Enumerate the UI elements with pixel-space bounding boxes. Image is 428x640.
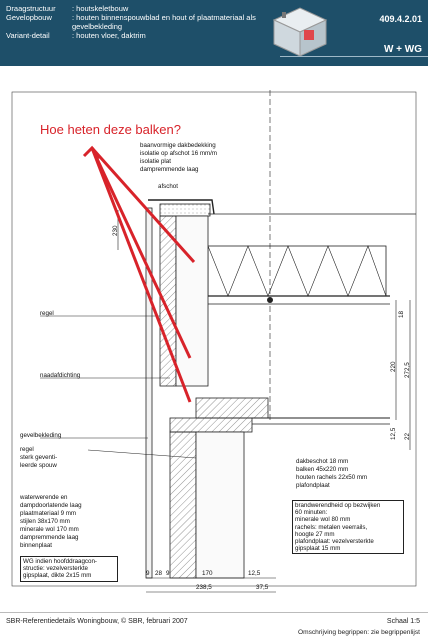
detail-category: W + WG: [383, 44, 422, 55]
wall-label-2: dampdoorlatende laag: [20, 502, 82, 509]
header-row-gevelopbouw-cont: gevelbekleding: [72, 22, 123, 31]
dim-272-5: 272,5: [404, 362, 411, 378]
wall-label-5: minerale wol 170 mm: [20, 526, 79, 533]
roof-trim: [148, 199, 215, 215]
dim-22: 22: [404, 432, 411, 440]
drawing-frame: [11, 91, 417, 587]
floor-label-1: dakbeschot 18 mm: [296, 458, 349, 465]
dim-238-5: 238,5: [196, 584, 212, 591]
wg-note-line-1: WG indien hoofddraagcon-: [23, 558, 97, 565]
roof-edge: [159, 203, 211, 217]
wall-label-4: stijlen 38x170 mm: [20, 518, 70, 525]
floor-label-2: balken 45x220 mm: [296, 466, 349, 473]
dim-18: 18: [398, 310, 405, 318]
wg-note-line-2: structie: vezelversterkte: [23, 565, 88, 573]
insulation-upper: [175, 215, 209, 387]
regel-sterk-label-2: sterk geventi-: [20, 454, 58, 461]
naadafdichting-label: naadafdichting: [40, 372, 81, 379]
header-row-gevelopbouw: Gevelopbouw: houten binnenspouwblad en h…: [6, 13, 256, 22]
wg-note-box: WG indien hoofddraagcon- structie: vezel…: [20, 556, 118, 582]
regel-sterk-label-3: leerde spouw: [20, 462, 57, 469]
header-row-variant: Variant-detail: houten vloer, daktrim: [6, 31, 146, 40]
dim-9b: 9: [166, 570, 170, 577]
floor-label-3: houten rachels 22x50 mm: [296, 474, 368, 481]
dim-12-5-right: 12,5: [390, 427, 397, 440]
footer-source: SBR-Referentiedetails Woningbouw, © SBR,…: [6, 618, 188, 625]
connection-node: [267, 297, 273, 303]
section-drawing: [11, 90, 417, 593]
wall-label-7: binnenplaat: [20, 542, 52, 549]
afschot-label: afschot: [158, 183, 178, 190]
roof-label-1: baanvormige dakbedekking: [140, 142, 216, 149]
red-annotation-arrows: [82, 145, 196, 403]
footer-note: Omschrijving begrippen: zie begrippenlij…: [297, 629, 420, 636]
fire-line-2: 60 minuten:: [295, 509, 328, 517]
fire-line-5: hoogte 27 mm: [295, 530, 335, 538]
dim-37-5: 37,5: [256, 584, 269, 591]
regel-label: regel: [40, 310, 54, 317]
floor-edge-beam: [195, 397, 269, 419]
fire-resistance-box: brandwerendheid op bezwijken 60 minuten:…: [292, 500, 404, 555]
fire-line-4: rachels: metalen veerrails,: [295, 523, 368, 531]
gevelbekleding-label: gevelbekleding: [20, 432, 62, 439]
fire-line-7: gipsplaat 15 mm: [295, 545, 341, 553]
regel-sterk-label-1: regel: [20, 446, 34, 453]
stud-lower: [169, 431, 197, 579]
roof-label-2: isolatie op afschot 16 mm/m: [140, 150, 218, 157]
wall-label-6: dampremmende laag: [20, 534, 79, 541]
detail-code: 409.4.2.01: [379, 14, 422, 24]
house-location-icon: [272, 7, 328, 57]
dim-28: 28: [155, 570, 163, 577]
dim-230: 230: [112, 225, 119, 236]
floor-label-4: plafondplaat: [296, 482, 330, 489]
title-block: Draagstructuur: houtskeletbouw Gevelopbo…: [0, 0, 428, 66]
dim-9a: 9: [146, 570, 150, 577]
wall-label-1: waterwerende en: [20, 494, 68, 501]
roof-truss-box: [207, 245, 387, 297]
fire-line-1: brandwerendheid op bezwijken: [295, 502, 381, 509]
header-row-draagstructuur: Draagstructuur: houtskeletbouw: [6, 4, 129, 13]
wg-note-line-3: gipsplaat, dikte 2x15 mm: [23, 572, 92, 580]
insulation-lower: [195, 431, 245, 579]
footer-divider: [0, 612, 428, 613]
header-divider: [280, 56, 428, 57]
fire-line-6: plafondplaat: vezelversterkte: [295, 538, 374, 546]
dim-220: 220: [390, 361, 397, 372]
truss-webbing: [207, 245, 387, 297]
annotation-question: Hoe heten deze balken?: [40, 122, 181, 137]
wall-label-3: plaatmateriaal 9 mm: [20, 510, 77, 517]
footer-scale: Schaal 1:5: [386, 618, 420, 625]
dim-12-5: 12,5: [248, 570, 261, 577]
floor-beam-band: [169, 417, 253, 433]
leader-regel-sterk: [87, 449, 197, 459]
roof-label-3: isolatie plat: [140, 158, 171, 165]
roof-label-4: dampremmende laag: [140, 166, 199, 173]
fire-line-3: minerale wol 80 mm: [295, 516, 351, 524]
dim-170: 170: [202, 570, 213, 577]
